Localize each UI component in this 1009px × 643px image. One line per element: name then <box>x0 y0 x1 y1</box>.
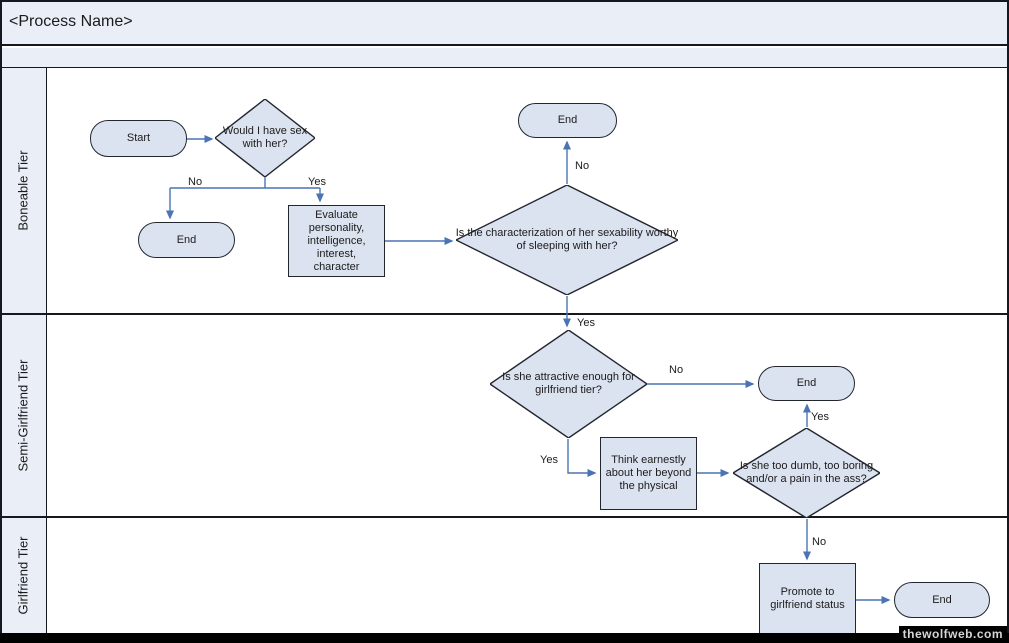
bottom-bar <box>0 633 1009 643</box>
process-evaluate: Evaluate personality, intelligence, inte… <box>288 205 385 277</box>
end-node-final: End <box>894 582 990 618</box>
decision-characterization: Is the characterization of her sexabilit… <box>455 227 679 252</box>
decision-attractive-shape <box>490 330 647 438</box>
lane-boneable-tier: Boneable Tier <box>0 68 47 313</box>
edge-label-characterization-no: No <box>575 160 590 172</box>
edge-label-characterization-yes: Yes <box>577 317 595 329</box>
lane-separator-2 <box>0 516 1009 518</box>
edge-attractive-yes-to-think <box>567 439 597 477</box>
edge-label-attractive-yes: Yes <box>540 454 558 466</box>
decision-attractive: Is she attractive enough for girlfriend … <box>502 371 635 396</box>
header-band <box>0 48 1007 68</box>
decision-characterization-shape <box>456 185 678 295</box>
decision-dumb-shape <box>733 428 880 518</box>
lane-girlfriend-tier-label: Girlfriend Tier <box>15 536 31 615</box>
decision-sex-shape <box>215 99 315 177</box>
edge-label-dumb-no: No <box>812 536 827 548</box>
watermark: thewolfweb.com <box>898 626 1007 643</box>
lane-boneable-tier-label: Boneable Tier <box>15 150 31 231</box>
end-node-attractive-no: End <box>758 366 855 401</box>
edge-label-sex-no: No <box>188 176 203 188</box>
lane-semi-girlfriend-tier: Semi-Girlfriend Tier <box>0 315 47 516</box>
process-think: Think earnestly about her beyond the phy… <box>600 437 697 510</box>
decision-dumb: Is she too dumb, too boring and/or a pai… <box>739 460 874 485</box>
decision-sex: Would I have sex with her? <box>222 125 308 150</box>
edge-label-attractive-no: No <box>669 364 684 376</box>
lane-girlfriend-tier: Girlfriend Tier <box>0 518 47 633</box>
lane-semi-girlfriend-tier-label: Semi-Girlfriend Tier <box>15 359 31 472</box>
process-title: <Process Name> <box>9 13 133 30</box>
start-node: Start <box>90 120 187 157</box>
process-title-bar: <Process Name> <box>0 0 1007 46</box>
end-node-characterization-no: End <box>518 103 617 138</box>
edge-label-sex-yes: Yes <box>308 176 326 188</box>
lane-separator-1 <box>0 313 1009 315</box>
end-node-sex-no: End <box>138 222 235 258</box>
process-promote: Promote to girlfriend status <box>759 563 856 635</box>
edge-label-dumb-yes: Yes <box>811 411 829 423</box>
